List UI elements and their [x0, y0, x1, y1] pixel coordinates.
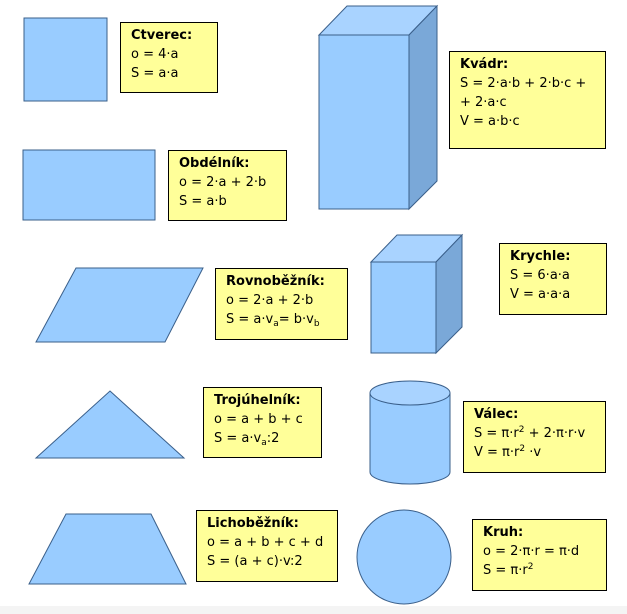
formula-box-lichobeznik: Lichoběžník: o = a + b + c + d S = (a + …: [196, 510, 338, 582]
formula-area-trojuhelnik: S = a·va:2: [214, 431, 280, 448]
formula-title-kvadr: Kvádr:: [460, 57, 509, 72]
formula-title-rovnobeznik: Rovnoběžník:: [226, 274, 325, 289]
triangle-shape: [34, 390, 186, 459]
formula-perimeter-ctverec: o = 4·a: [131, 47, 179, 62]
formula-title-lichobeznik: Lichoběžník:: [207, 516, 299, 531]
formula-volume-kvadr: V = a·b·c: [460, 114, 520, 129]
formula-surface-valec: S = π·r2 + 2·π·r·v: [474, 425, 586, 442]
formula-perimeter-rovnobeznik: o = 2·a + 2·b: [226, 293, 314, 308]
rectangle-shape: [22, 149, 156, 221]
formula-box-valec: Válec: S = π·r2 + 2·π·r·v V = π·r2 ·v: [463, 401, 606, 473]
cube-shape: [369, 233, 464, 355]
formula-box-obdelnik: Obdélník: o = 2·a + 2·b S = a·b: [168, 150, 287, 221]
bottom-strip: [0, 606, 627, 614]
formula-surface-kvadr: S = 2·a·b + 2·b·c +: [460, 76, 587, 91]
formula-box-ctverec: Ctverec: o = 4·a S = a·a: [120, 22, 218, 93]
parallelogram-shape: [35, 267, 204, 343]
formula-title-obdelnik: Obdélník:: [179, 156, 250, 171]
formula-box-krychle: Krychle: S = 6·a·a V = a·a·a: [499, 243, 607, 315]
formula-title-valec: Válec:: [474, 407, 519, 422]
formula-box-kruh: Kruh: o = 2·π·r = π·d S = π·r2: [472, 519, 607, 591]
formula-box-trojuhelnik: Trojúhelník: o = a + b + c S = a·va:2: [203, 387, 322, 458]
trapezoid-shape: [28, 513, 187, 585]
formula-volume-krychle: V = a·a·a: [510, 287, 571, 302]
circle-shape: [356, 509, 452, 605]
cuboid-shape: [317, 4, 439, 211]
formula-title-krychle: Krychle:: [510, 249, 571, 264]
cylinder-shape: [369, 380, 451, 485]
formula-area-kruh: S = π·r2: [483, 562, 534, 579]
formula-title-trojuhelnik: Trojúhelník:: [214, 393, 301, 408]
formula-area-ctverec: S = a·a: [131, 66, 179, 81]
formula-box-rovnobeznik: Rovnoběžník: o = 2·a + 2·b S = a·va= b·v…: [215, 268, 348, 340]
formula-perimeter-trojuhelnik: o = a + b + c: [214, 412, 303, 427]
formula-title-ctverec: Ctverec:: [131, 28, 193, 43]
formula-title-kruh: Kruh:: [483, 525, 524, 540]
formula-surface-krychle: S = 6·a·a: [510, 268, 570, 283]
formula-box-kvadr: Kvádr: S = 2·a·b + 2·b·c + + 2·a·c V = a…: [449, 51, 606, 149]
formula-perimeter-lichobeznik: o = a + b + c + d: [207, 535, 324, 550]
formula-area-lichobeznik: S = (a + c)·v:2: [207, 554, 303, 569]
formula-surface-kvadr-cont: + 2·a·c: [460, 95, 507, 110]
formula-area-rovnobeznik: S = a·va= b·vb: [226, 312, 320, 329]
formula-volume-valec: V = π·r2 ·v: [474, 444, 542, 461]
formula-area-obdelnik: S = a·b: [179, 194, 227, 209]
formula-perimeter-kruh: o = 2·π·r = π·d: [483, 544, 580, 559]
formula-perimeter-obdelnik: o = 2·a + 2·b: [179, 175, 267, 190]
square-shape: [23, 17, 108, 102]
